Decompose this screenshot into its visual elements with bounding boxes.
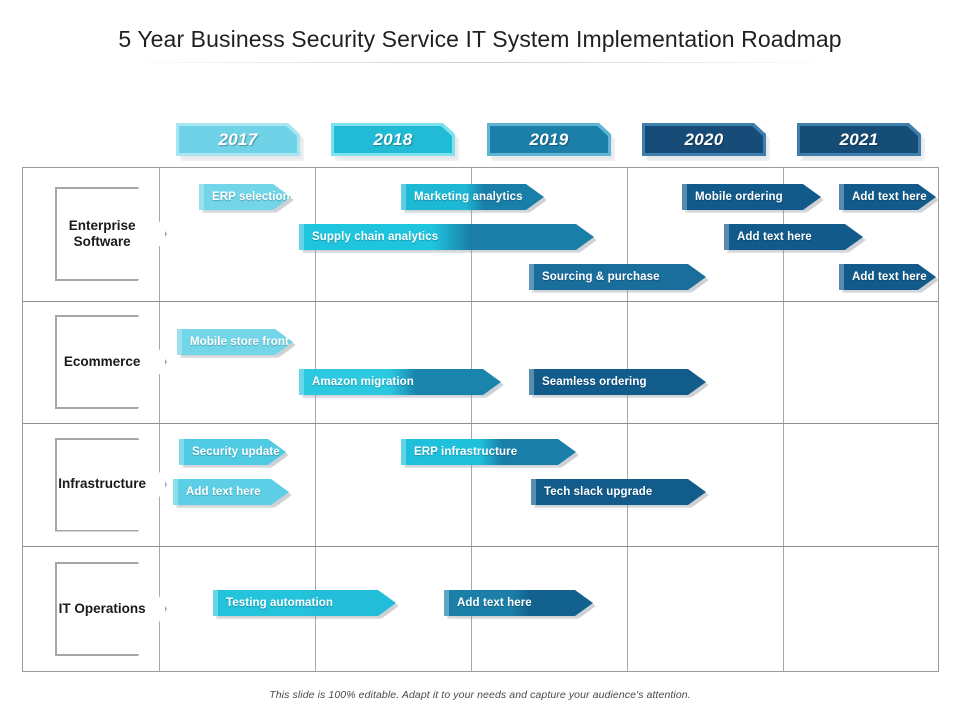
task-bar-label: Mobile store front: [190, 336, 289, 348]
task-bar-label: Marketing analytics: [414, 191, 523, 203]
grid-row-divider: [23, 301, 938, 302]
task-bar[interactable]: Add text here: [724, 224, 863, 250]
task-bar-label: Amazon migration: [312, 376, 414, 388]
grid-column-divider: [159, 168, 160, 671]
task-bar-start-cap: [179, 439, 184, 465]
task-bar[interactable]: ERP selection: [199, 184, 291, 210]
task-bar-label: Tech slack upgrade: [544, 486, 653, 498]
swimlane-label-text: IT Operations: [58, 600, 146, 616]
task-bar[interactable]: Mobile store front: [177, 329, 293, 355]
year-tab-2020[interactable]: 2020: [642, 123, 766, 156]
swimlane-label-text: Infrastructure: [58, 476, 147, 492]
year-tab-label: 2019: [529, 129, 569, 149]
task-bar-label: Mobile ordering: [695, 191, 783, 203]
task-bar-start-cap: [401, 439, 406, 465]
task-bar-label: Security update: [192, 446, 280, 458]
task-bar[interactable]: ERP infrastructure: [401, 439, 576, 465]
title-divider: [118, 62, 842, 63]
task-bar-start-cap: [839, 264, 844, 290]
grid-column-divider: [783, 168, 784, 671]
grid-row-divider: [23, 423, 938, 424]
task-bar-start-cap: [531, 479, 536, 505]
swimlane-label-ecommerce[interactable]: Ecommerce: [55, 315, 173, 417]
task-bar-label: Testing automation: [226, 597, 334, 609]
task-bar-label: Sourcing & purchase: [542, 271, 660, 283]
task-bar[interactable]: Add text here: [839, 264, 936, 290]
year-tab-label: 2020: [684, 129, 724, 149]
swimlane-label-text: Ecommerce: [63, 353, 141, 369]
task-bar[interactable]: Add text here: [444, 590, 593, 616]
task-bar-label: ERP infrastructure: [414, 446, 518, 458]
task-bar-start-cap: [401, 184, 406, 210]
task-bar-label: Add text here: [852, 271, 927, 283]
year-tab-label: 2021: [839, 129, 879, 149]
year-tab-2021[interactable]: 2021: [797, 123, 921, 156]
swimlane-label-it-operations[interactable]: IT Operations: [55, 562, 173, 664]
swimlane-label-enterprise-software[interactable]: Enterprise Software: [55, 187, 173, 289]
swimlane-label-infrastructure[interactable]: Infrastructure: [55, 437, 173, 540]
task-bar[interactable]: Add text here: [839, 184, 936, 210]
year-tab-2017[interactable]: 2017: [176, 123, 300, 156]
task-bar-start-cap: [724, 224, 729, 250]
grid-column-divider: [471, 168, 472, 671]
task-bar-start-cap: [529, 264, 534, 290]
year-tab-label: 2018: [373, 129, 413, 149]
task-bar-start-cap: [213, 590, 218, 616]
task-bar[interactable]: Security update: [179, 439, 286, 465]
task-bar[interactable]: Mobile ordering: [682, 184, 821, 210]
task-bar-label: ERP selection: [212, 191, 290, 203]
task-bar[interactable]: Sourcing & purchase: [529, 264, 706, 290]
task-bar-label: Add text here: [852, 191, 927, 203]
task-bar-start-cap: [173, 479, 178, 505]
task-bar-start-cap: [299, 369, 304, 395]
task-bar[interactable]: Amazon migration: [299, 369, 501, 395]
task-bar-start-cap: [299, 224, 304, 250]
task-bar-start-cap: [199, 184, 204, 210]
task-bar-start-cap: [444, 590, 449, 616]
task-bar-label: Seamless ordering: [542, 376, 647, 388]
swimlane-label-text: Enterprise Software: [68, 217, 136, 249]
task-bar-label: Add text here: [186, 486, 261, 498]
task-bar[interactable]: Supply chain analytics: [299, 224, 594, 250]
year-tab-label: 2017: [218, 129, 258, 149]
task-bar[interactable]: Add text here: [173, 479, 289, 505]
task-bar-start-cap: [177, 329, 182, 355]
task-bar-start-cap: [682, 184, 687, 210]
grid-column-divider: [627, 168, 628, 671]
grid-row-divider: [23, 546, 938, 547]
task-bar[interactable]: Tech slack upgrade: [531, 479, 706, 505]
task-bar[interactable]: Seamless ordering: [529, 369, 706, 395]
year-tab-2019[interactable]: 2019: [487, 123, 611, 156]
task-bar-start-cap: [529, 369, 534, 395]
grid-column-divider: [315, 168, 316, 671]
footer-note: This slide is 100% editable. Adapt it to…: [269, 689, 691, 701]
task-bar-label: Add text here: [737, 231, 812, 243]
roadmap-grid: Enterprise Software ERP selection Marketin…: [22, 167, 939, 672]
task-bar-start-cap: [839, 184, 844, 210]
task-bar[interactable]: Testing automation: [213, 590, 396, 616]
task-bar-label: Supply chain analytics: [312, 231, 439, 243]
year-tab-2018[interactable]: 2018: [331, 123, 455, 156]
task-bar[interactable]: Marketing analytics: [401, 184, 544, 210]
page-title: 5 Year Business Security Service IT Syst…: [118, 26, 842, 52]
task-bar-label: Add text here: [457, 597, 532, 609]
